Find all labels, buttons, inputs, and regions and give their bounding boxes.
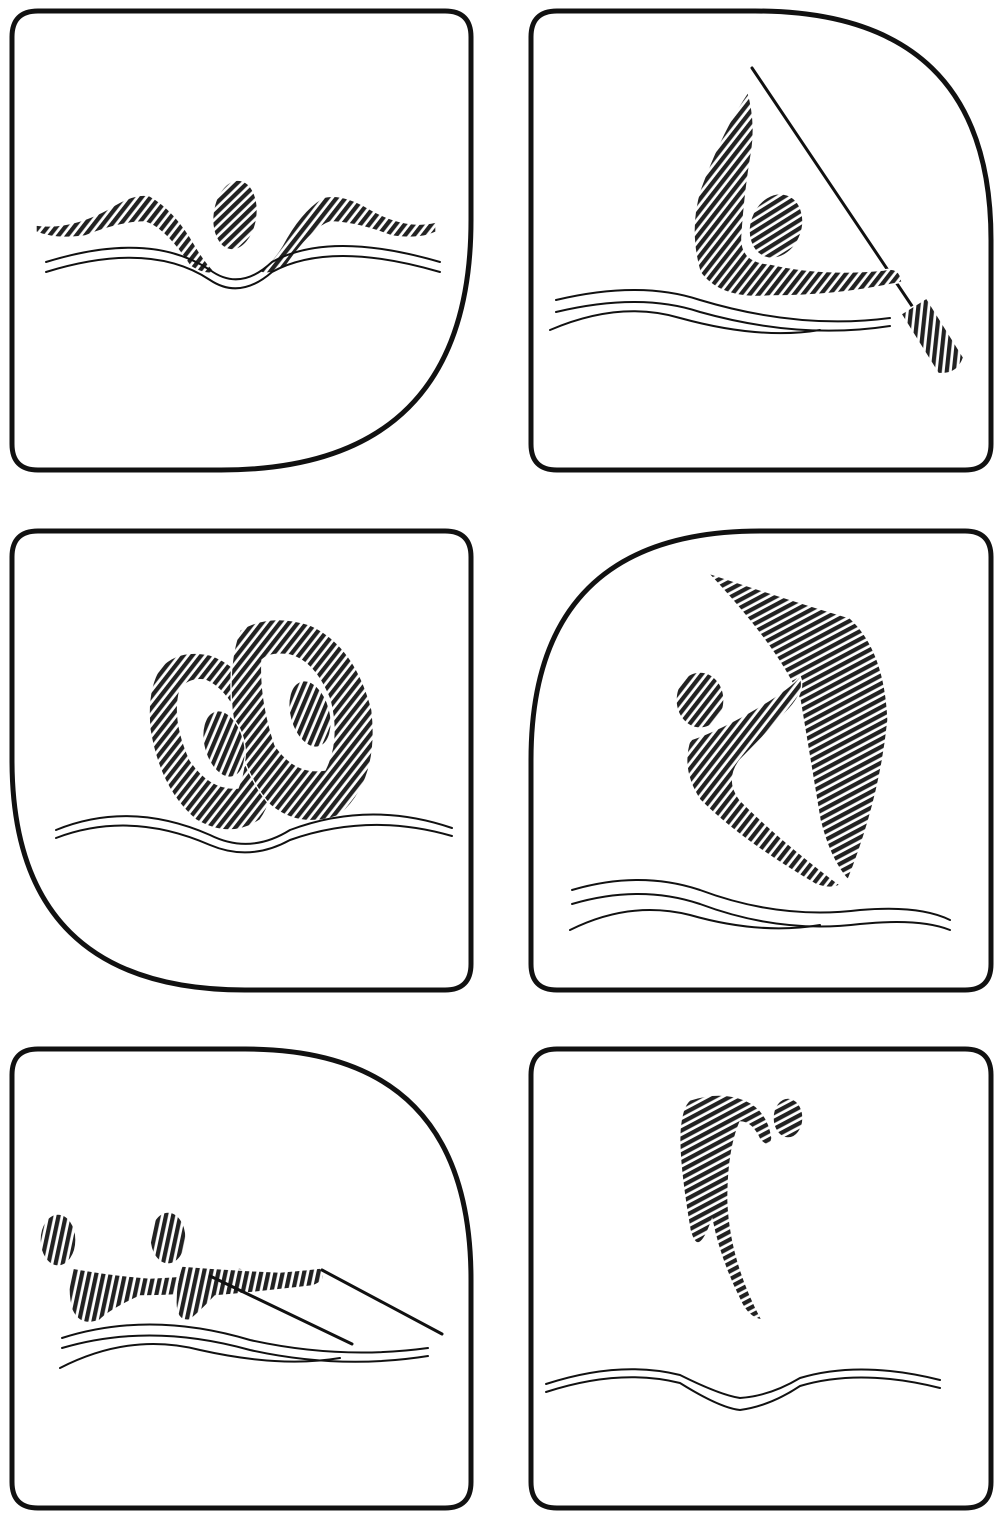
rowing-icon [39,1211,444,1369]
canoe-slalom-icon [549,66,965,375]
tile-frame [528,1046,994,1511]
swimming-butterfly-icon [35,179,441,290]
tile-swimming [9,8,474,473]
diving-icon [545,1094,941,1412]
tile-rowing [9,1046,474,1511]
sailing-windsurf-icon [569,572,951,931]
tile-sailing [528,528,994,993]
tile-diving [528,1046,994,1511]
synchronised-swimming-icon [55,618,453,854]
tile-canoe [528,8,994,473]
tile-synchronised-swimming [9,528,474,993]
tile-frame [528,528,994,993]
